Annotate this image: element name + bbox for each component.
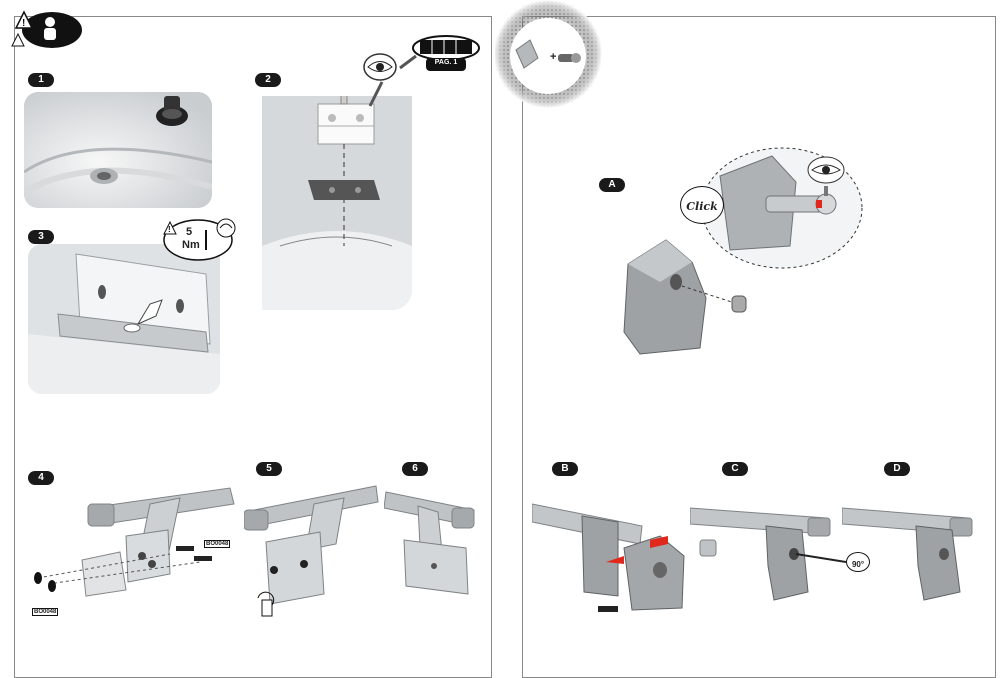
step-5-badge: 5 xyxy=(256,462,282,476)
click-bubble: Click xyxy=(680,186,724,224)
inspect-eye-icon xyxy=(363,53,397,81)
step-1-badge: 1 xyxy=(28,73,54,87)
step-2-badge: 2 xyxy=(255,73,281,87)
warning-emblem: ! xyxy=(11,10,82,48)
click-text: Click xyxy=(686,200,718,213)
step-d-badge: D xyxy=(884,462,910,476)
part-code-label-right: BO0048 xyxy=(204,540,231,548)
page-reference-label: PAG. 1 xyxy=(434,59,458,66)
rotation-angle-indicator: 90° xyxy=(846,552,870,572)
step-3-badge: 3 xyxy=(28,230,54,244)
rotation-angle-text: 90° xyxy=(851,560,865,569)
step-3-illustration xyxy=(28,244,220,394)
page-reference-bubble: PAG. 1 xyxy=(412,34,480,74)
step-1-illustration xyxy=(24,92,212,208)
torque-unit: Nm xyxy=(182,239,200,251)
parts-overview-circle xyxy=(494,0,602,108)
step-c-badge: C xyxy=(722,462,748,476)
svg-text:!: ! xyxy=(168,225,171,234)
step-a-badge: A xyxy=(599,178,625,192)
step-c-illustration xyxy=(690,507,846,601)
step-b-illustration xyxy=(532,503,717,612)
step-b-badge: B xyxy=(552,462,578,476)
torque-callout: ! 5 Nm xyxy=(162,216,238,262)
part-code-label-left: BO0048 xyxy=(32,608,59,616)
step-6-badge: 6 xyxy=(402,462,428,476)
step-a-illustration xyxy=(623,239,747,355)
step-6-illustration xyxy=(384,491,475,595)
step-4-illustration xyxy=(34,487,235,597)
step-a-detail-zoom xyxy=(701,147,863,269)
torque-value: 5 xyxy=(186,226,193,238)
arrow-to-page-ref xyxy=(368,54,417,107)
step-5-illustration xyxy=(244,485,379,617)
step-4-badge: 4 xyxy=(28,471,54,485)
svg-text:!: ! xyxy=(22,18,25,29)
step-2-illustration xyxy=(262,96,412,310)
plus-sign: + xyxy=(550,51,557,63)
step-d-illustration xyxy=(842,507,973,601)
